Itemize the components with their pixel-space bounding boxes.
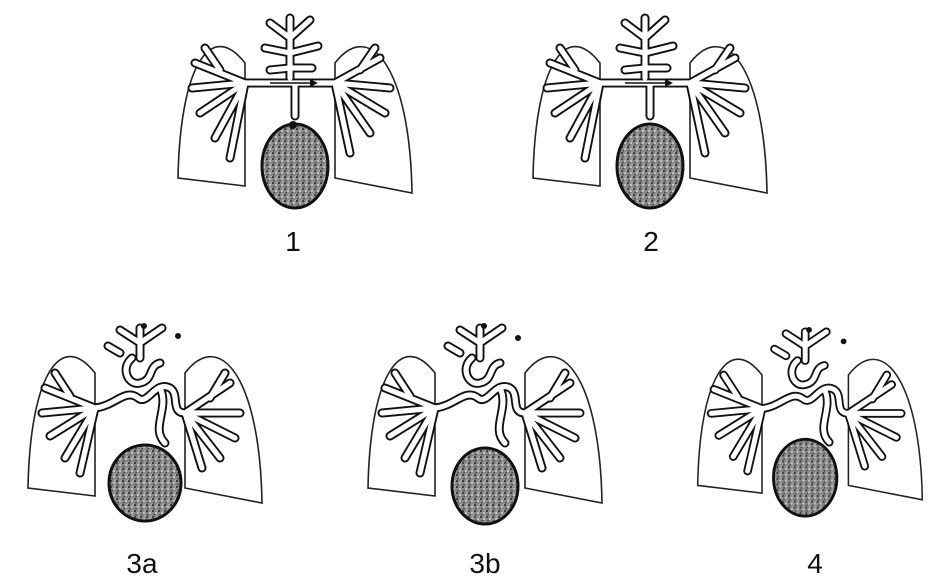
panel-label-3b: 3b bbox=[425, 548, 545, 580]
heart-shape bbox=[109, 445, 181, 521]
diagram-panel-1 bbox=[170, 8, 420, 218]
heart-shape bbox=[452, 448, 518, 524]
diagram-panel-3a bbox=[15, 318, 275, 528]
diagram-panel-4 bbox=[690, 318, 930, 528]
diagram-panel-3b bbox=[355, 318, 615, 528]
heart-shape bbox=[617, 124, 683, 208]
lungs-diagram-3b bbox=[355, 318, 615, 528]
lungs-diagram-3a bbox=[15, 318, 275, 528]
panel-label-3a: 3a bbox=[82, 548, 202, 580]
lungs-diagram-4 bbox=[690, 318, 930, 528]
diagram-panel-2 bbox=[525, 8, 775, 218]
lungs-diagram-1 bbox=[170, 8, 420, 218]
panel-label-4: 4 bbox=[755, 548, 875, 580]
lungs-diagram-2 bbox=[525, 8, 775, 218]
heart-shape bbox=[774, 439, 837, 516]
panel-label-1: 1 bbox=[233, 226, 353, 258]
panel-label-2: 2 bbox=[591, 226, 711, 258]
heart-shape bbox=[262, 124, 328, 208]
